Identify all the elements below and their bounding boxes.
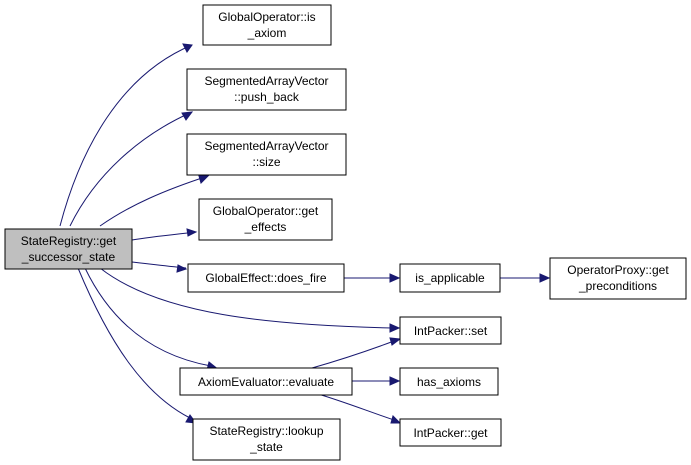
node-get-successor-state[interactable]: StateRegistry::get _successor_state [4, 228, 133, 270]
node-size[interactable]: SegmentedArrayVector ::size [186, 133, 347, 176]
node-intpacker-set-line1: IntPacker::set [414, 324, 488, 338]
edge-root-to-does-fire [131, 261, 188, 273]
node-intpacker-get-line1: IntPacker::get [413, 426, 488, 440]
edge-evaluate-to-has-axioms [352, 376, 401, 386]
node-size-line2: ::size [252, 155, 280, 169]
node-push-back[interactable]: SegmentedArrayVector ::push_back [186, 68, 347, 111]
node-push-back-line2: ::push_back [234, 90, 300, 104]
edge-root-to-is-axiom [59, 43, 193, 227]
edge-root-to-lookup-state [77, 267, 198, 424]
node-is-axiom-line1: GlobalOperator::is [218, 10, 315, 24]
call-edges [59, 43, 551, 424]
node-size-line1: SegmentedArrayVector [204, 139, 328, 153]
node-lookup-state[interactable]: StateRegistry::lookup _state [192, 418, 341, 461]
node-get-preconditions-line2: _preconditions [578, 279, 657, 293]
edge-root-to-get-effects [131, 228, 198, 241]
node-is-applicable-line1: is_applicable [415, 271, 485, 285]
node-has-axioms-line1: has_axioms [417, 375, 481, 389]
node-evaluate[interactable]: AxiomEvaluator::evaluate [179, 367, 353, 396]
node-lookup-state-line1: StateRegistry::lookup [209, 424, 323, 438]
node-intpacker-get[interactable]: IntPacker::get [399, 418, 502, 447]
node-get-preconditions[interactable]: OperatorProxy::get _preconditions [549, 257, 687, 300]
node-get-preconditions-line1: OperatorProxy::get [567, 263, 669, 277]
edge-does-fire-to-is-applicable [344, 273, 401, 283]
node-lookup-state-line2: _state [249, 440, 283, 454]
node-get-successor-state-line2: _successor_state [21, 250, 116, 264]
node-get-successor-state-line1: StateRegistry::get [21, 234, 117, 248]
node-intpacker-set[interactable]: IntPacker::set [399, 316, 502, 345]
node-does-fire[interactable]: GlobalEffect::does_fire [187, 263, 345, 293]
node-evaluate-line1: AxiomEvaluator::evaluate [198, 375, 334, 389]
edge-evaluate-to-intpacker-get [317, 393, 402, 424]
node-push-back-line1: SegmentedArrayVector [204, 74, 328, 88]
edge-evaluate-to-intpacker-set [311, 337, 402, 369]
node-has-axioms[interactable]: has_axioms [399, 367, 499, 396]
node-is-axiom-line2: _axiom [247, 26, 287, 40]
node-get-effects-line1: GlobalOperator::get [213, 204, 319, 218]
edge-root-to-intpacker-set [99, 267, 401, 333]
node-get-effects-line2: _effects [244, 220, 287, 234]
node-get-effects[interactable]: GlobalOperator::get _effects [198, 198, 333, 241]
node-is-axiom[interactable]: GlobalOperator::is _axiom [202, 4, 332, 46]
node-does-fire-line1: GlobalEffect::does_fire [205, 271, 327, 285]
edge-root-to-size [99, 175, 210, 227]
edge-is-applicable-to-get-preconditions [500, 273, 551, 283]
node-is-applicable[interactable]: is_applicable [399, 263, 501, 293]
edge-root-to-push-back [69, 111, 194, 227]
